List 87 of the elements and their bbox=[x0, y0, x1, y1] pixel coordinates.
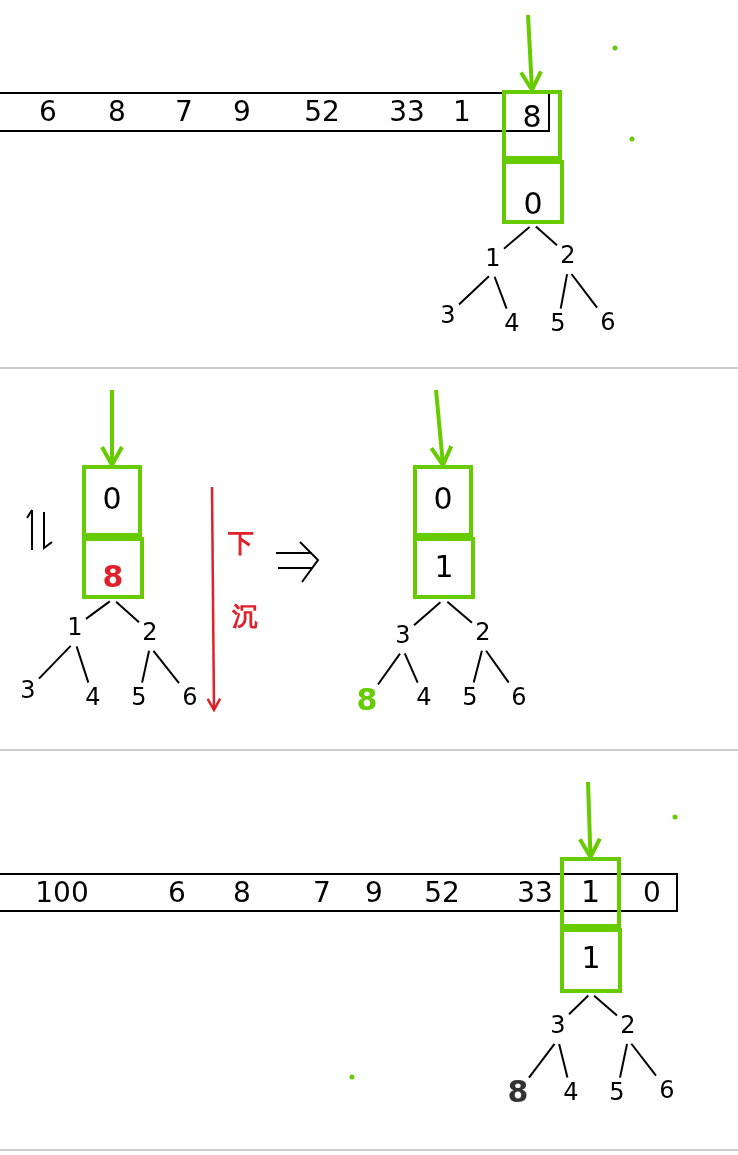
array-cell bbox=[413, 537, 475, 599]
tree-branch bbox=[485, 649, 510, 684]
tree-branch bbox=[534, 225, 558, 247]
number-text: 7 bbox=[175, 98, 193, 126]
number-text: 7 bbox=[313, 878, 331, 907]
array-cell bbox=[82, 465, 142, 537]
array-cell bbox=[82, 537, 144, 599]
array-strip bbox=[0, 873, 678, 912]
pointer-arrow bbox=[429, 389, 454, 467]
array-cell bbox=[413, 465, 473, 537]
number-text: 9 bbox=[233, 98, 251, 126]
tree-branch bbox=[568, 994, 590, 1016]
number-text: 0 bbox=[102, 484, 122, 514]
number-text: 1 bbox=[453, 98, 471, 126]
number-text: 100 bbox=[35, 878, 89, 907]
number-text: 3 bbox=[550, 1013, 566, 1037]
number-text: 6 bbox=[182, 685, 198, 709]
tree-branch bbox=[446, 600, 473, 624]
number-text: 8 bbox=[522, 102, 542, 132]
number-text: 33 bbox=[389, 98, 425, 126]
number-text: 1 bbox=[434, 552, 454, 582]
number-text: 3 bbox=[395, 623, 411, 647]
tree-branch bbox=[570, 273, 599, 309]
number-text: 33 bbox=[517, 878, 553, 907]
number-text: 1 bbox=[581, 943, 601, 973]
annotation-text: 下 bbox=[228, 530, 254, 556]
array-cell bbox=[502, 90, 562, 160]
tree-branch bbox=[413, 601, 442, 627]
tree-branch bbox=[75, 645, 90, 684]
number-text: 9 bbox=[365, 878, 383, 907]
tree-branch bbox=[152, 649, 180, 685]
number-text: 8 bbox=[356, 685, 378, 715]
tree-branch bbox=[85, 600, 111, 620]
tree-branch bbox=[558, 1043, 569, 1079]
number-text: 4 bbox=[563, 1080, 579, 1104]
tree-branch bbox=[377, 652, 401, 686]
number-text: 6 bbox=[39, 98, 57, 126]
number-text: 6 bbox=[659, 1078, 675, 1102]
number-text: 4 bbox=[85, 685, 101, 709]
annotation-text: 沉 bbox=[232, 603, 258, 629]
tree-branch bbox=[458, 275, 490, 306]
number-text: 8 bbox=[507, 1077, 529, 1107]
number-text: 5 bbox=[131, 685, 147, 709]
tree-branch bbox=[472, 649, 483, 684]
number-text: 1 bbox=[580, 877, 601, 907]
number-text: 2 bbox=[620, 1013, 636, 1037]
tree-branch bbox=[403, 652, 419, 684]
number-text: 4 bbox=[504, 311, 520, 335]
number-text: 8 bbox=[108, 98, 126, 126]
number-text: 2 bbox=[142, 620, 158, 644]
number-text: 52 bbox=[304, 98, 340, 126]
tree-branch bbox=[115, 600, 140, 624]
number-text: 5 bbox=[609, 1080, 625, 1104]
array-cell bbox=[502, 160, 564, 224]
number-text: 3 bbox=[440, 303, 456, 327]
array-cell bbox=[560, 928, 622, 993]
number-text: 52 bbox=[424, 878, 460, 907]
tree-branch bbox=[141, 649, 151, 684]
number-text: 2 bbox=[560, 243, 576, 267]
number-text: 6 bbox=[511, 685, 527, 709]
tree-branch bbox=[593, 994, 618, 1017]
number-text: 5 bbox=[550, 311, 566, 335]
number-text: 3 bbox=[20, 678, 36, 702]
pointer-arrow bbox=[577, 781, 602, 859]
number-text: 6 bbox=[168, 878, 186, 907]
number-text: 2 bbox=[475, 620, 491, 644]
number-text: 5 bbox=[462, 685, 478, 709]
number-text: 0 bbox=[523, 189, 543, 219]
tree-branch bbox=[38, 644, 72, 680]
tree-branch bbox=[528, 1043, 556, 1079]
number-text: 0 bbox=[643, 878, 661, 907]
number-text: 1 bbox=[67, 615, 83, 639]
number-text: 8 bbox=[102, 562, 124, 592]
number-text: 1 bbox=[485, 246, 501, 270]
number-text: 8 bbox=[233, 878, 251, 907]
number-text: 6 bbox=[600, 310, 616, 334]
tree-branch bbox=[493, 275, 508, 310]
array-cell bbox=[560, 857, 621, 928]
number-text: 0 bbox=[433, 484, 453, 514]
array-strip bbox=[0, 92, 550, 132]
tree-branch bbox=[559, 273, 569, 310]
pointer-arrow bbox=[100, 390, 124, 467]
tree-branch bbox=[619, 1043, 629, 1079]
pointer-arrow bbox=[519, 14, 544, 92]
tree-branch bbox=[630, 1042, 657, 1077]
number-text: 4 bbox=[416, 685, 432, 709]
tree-branch bbox=[503, 225, 531, 250]
